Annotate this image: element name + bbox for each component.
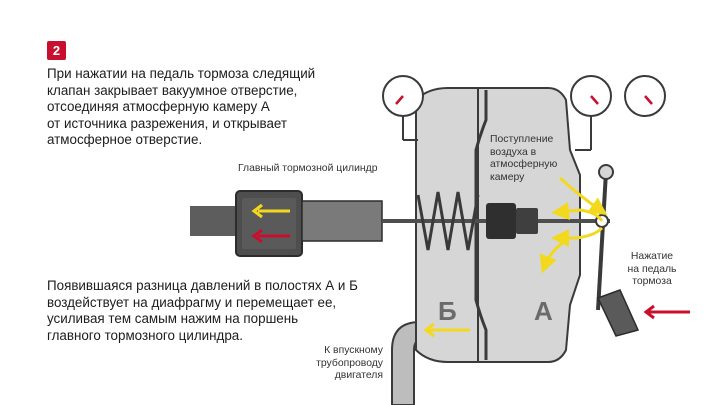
- paragraph1-line: отсоединяя атмосферную камеру А: [47, 99, 270, 115]
- vacuum-arrowhead-icon: [423, 322, 435, 338]
- control-valve: [486, 203, 516, 239]
- pedal-press-arrowhead-icon: [643, 304, 655, 320]
- description-paragraph-2: Появившаяся разница давлений в полостях …: [47, 278, 358, 344]
- lever-knob: [598, 164, 614, 180]
- gauge-right: [624, 75, 666, 117]
- return-spring: [416, 191, 480, 251]
- air-flow-arrow-icon: [558, 176, 608, 216]
- label-line: воздуха в: [490, 146, 537, 158]
- pedal-pad: [596, 289, 640, 337]
- label-line: на педаль: [627, 263, 677, 275]
- description-paragraph-1: При нажатии на педаль тормоза следящий к…: [47, 66, 315, 149]
- label-line: Нажатие: [630, 251, 674, 262]
- label-line: тормоза: [632, 276, 672, 287]
- pedal-press-label: Нажатие на педаль тормоза: [614, 251, 690, 289]
- cylinder-collar: [301, 200, 383, 242]
- label-line: атмосферную: [490, 159, 558, 170]
- diaphragm: [474, 90, 488, 360]
- gauge-middle: [570, 75, 612, 151]
- air-flow-arrow-icon: [551, 226, 604, 247]
- label-line: трубопроводу: [316, 357, 383, 369]
- master-cylinder-inner: [242, 198, 296, 249]
- label-line: камеру: [490, 171, 525, 183]
- pedal-lever: [596, 171, 608, 311]
- yellow-arrowhead-icon: [251, 203, 263, 219]
- label-line: Главный тормозной цилиндр: [238, 163, 378, 174]
- chamber-b-label: Б: [438, 296, 457, 326]
- air-intake-label: Поступление воздуха в атмосферную камеру: [490, 134, 557, 184]
- output-rod-housing: [190, 206, 240, 236]
- valve-stem: [516, 208, 538, 234]
- label-line: Поступление: [490, 134, 554, 145]
- gauge-left: [382, 75, 424, 141]
- master-cylinder-label: Главный тормозной цилиндр: [238, 163, 377, 176]
- paragraph1-line: клапан закрывает вакуумное отверстие,: [47, 82, 298, 98]
- paragraph1-line: При нажатии на педаль тормоза следящий: [47, 66, 316, 81]
- step-badge: 2: [47, 41, 66, 60]
- intake-pipe-label: К впускному трубопроводу двигателя: [283, 345, 383, 383]
- chamber-a-label: А: [534, 296, 553, 326]
- paragraph2-line: главного тормозного цилиндра.: [47, 327, 243, 343]
- paragraph2-line: усиливая тем самым нажим на поршень: [47, 311, 299, 327]
- paragraph2-line: Появившаяся разница давлений в полостях …: [47, 278, 358, 293]
- paragraph1-line: от источника разрежения, и открывает: [47, 115, 288, 131]
- paragraph2-line: воздействует на диафрагму и перемещает е…: [47, 294, 337, 310]
- label-line: К впускному: [324, 345, 383, 356]
- paragraph1-line: атмосферное отверстие.: [47, 132, 203, 148]
- red-arrowhead-icon: [251, 228, 263, 244]
- air-flow-arrow-icon: [551, 202, 604, 222]
- label-line: двигателя: [334, 370, 383, 381]
- air-flow-arrow-icon: [539, 238, 567, 274]
